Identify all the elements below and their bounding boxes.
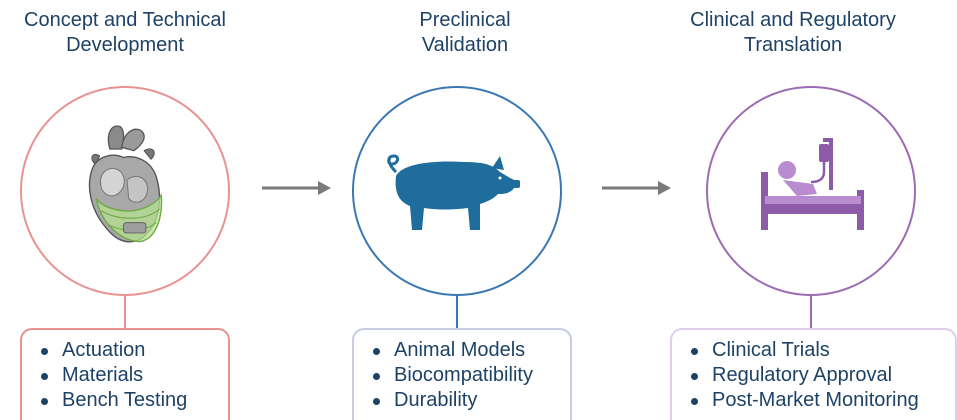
stage-items-list: Clinical Trials Regulatory Approval Post… [672,330,955,413]
pig-icon [387,154,520,230]
stage-connector [810,296,812,328]
heart-device-icon [88,125,163,243]
stage-items-list: Actuation Materials Bench Testing [22,330,228,413]
stage-items-box: Clinical Trials Regulatory Approval Post… [670,328,957,420]
list-item: Animal Models [373,338,570,363]
arrow-right-icon [602,181,671,195]
stage-concept: Concept and Technical Development Actuat… [0,0,250,420]
stage-clinical: Clinical and Regulatory Translation Clin… [668,0,957,420]
stage-connector [456,296,458,328]
stage-title-line1: Concept and Technical [24,9,226,31]
list-item: Clinical Trials [691,338,955,363]
list-item: Biocompatibility [373,363,570,388]
stage-items-box: Animal Models Biocompatibility Durabilit… [352,328,572,420]
patient-bed-icon [761,138,864,230]
stage-title-line2: Translation [743,34,843,56]
arrow-right-icon [262,181,331,195]
list-item: Bench Testing [41,388,228,413]
stage-title-line2: Development [66,34,184,56]
list-item: Actuation [41,338,228,363]
stage-items-box: Actuation Materials Bench Testing [20,328,230,420]
stage-title: Preclinical Validation [340,8,590,58]
stage-circle [706,86,916,296]
stage-preclinical: Preclinical Validation Animal Models Bio… [340,0,590,420]
stage-circle [352,86,562,296]
list-item: Durability [373,388,570,413]
stage-title: Concept and Technical Development [0,8,250,58]
stage-circle [20,86,230,296]
stage-title-line1: Clinical and Regulatory [690,9,896,31]
list-item: Materials [41,363,228,388]
list-item: Regulatory Approval [691,363,955,388]
stage-title: Clinical and Regulatory Translation [648,8,938,58]
stage-items-list: Animal Models Biocompatibility Durabilit… [354,330,570,413]
stage-title-line2: Validation [421,34,509,56]
list-item: Post-Market Monitoring [691,388,955,413]
stage-connector [124,296,126,328]
stage-title-line1: Preclinical [419,9,511,31]
